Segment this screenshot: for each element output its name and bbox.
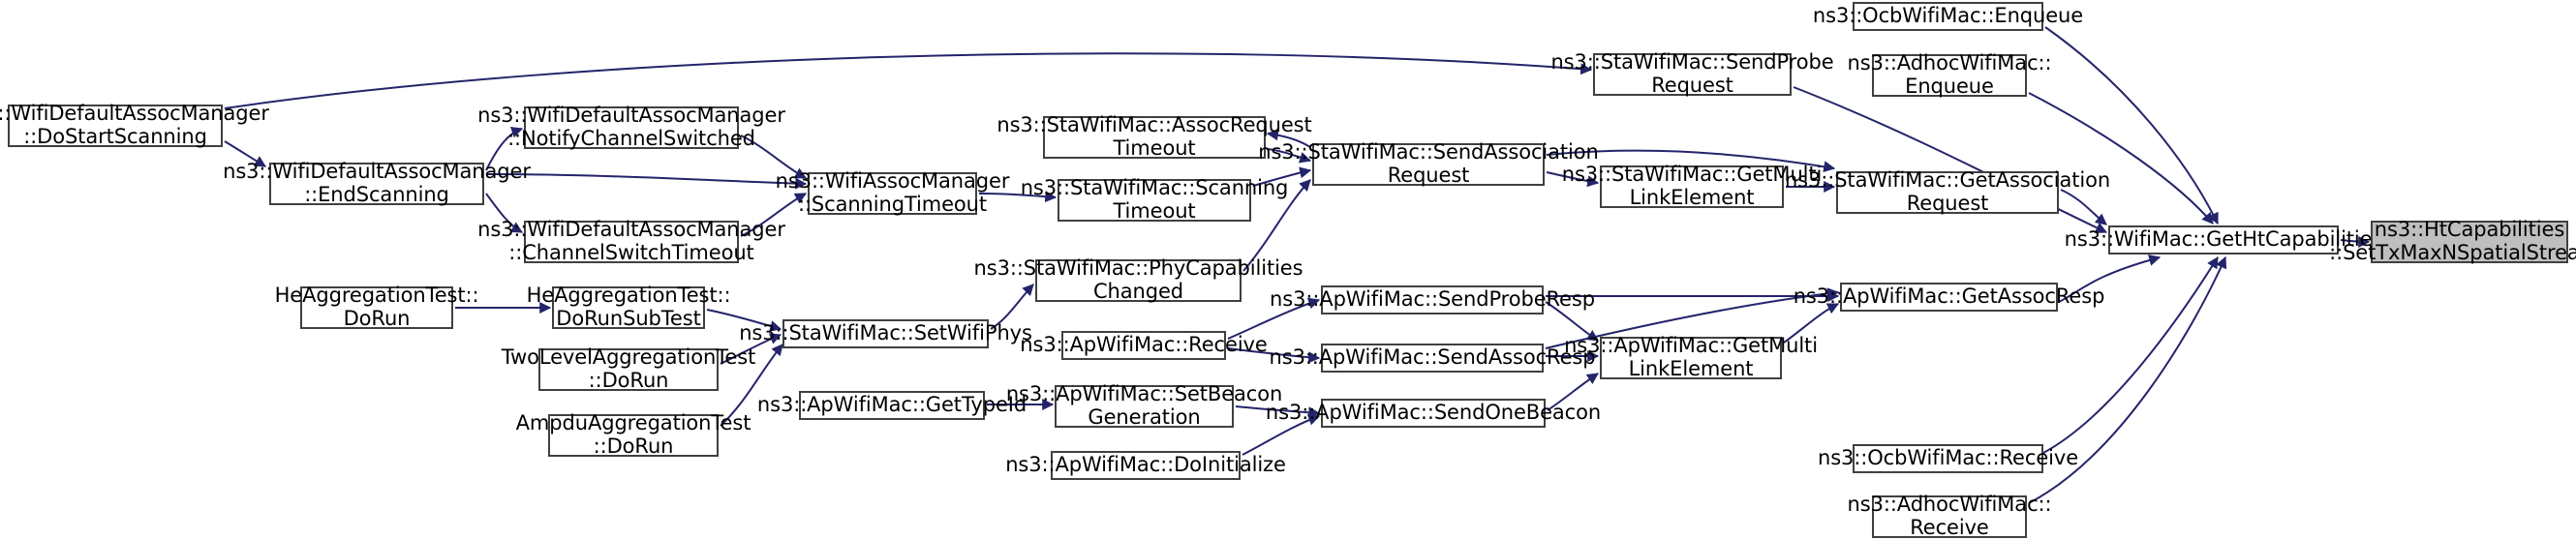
graph-edge: [1267, 148, 1312, 164]
graph-edge: [485, 126, 524, 171]
graph-edge: [2028, 92, 2214, 225]
graph-edge: [1547, 373, 1599, 411]
graph-edge: [740, 135, 808, 179]
graph-node[interactable]: ns3::WifiDefaultAssocManager ::ChannelSw…: [477, 218, 785, 264]
graph-node[interactable]: ns3::StaWifiMac::SendAssociation Request: [1258, 140, 1599, 187]
graph-node[interactable]: ns3::StaWifiMac::SetWifiPhys: [739, 319, 1032, 348]
graph-node[interactable]: ns3::AdhocWifiMac:: Receive: [1847, 493, 2052, 539]
graph-node[interactable]: ns3::WifiAssocManager ::ScanningTimeout: [775, 169, 1010, 216]
graph-node[interactable]: HeAggregationTest:: DoRunSubTest: [526, 284, 731, 330]
graph-edge: [2042, 255, 2219, 454]
graph-edge: [2058, 255, 2162, 303]
graph-edge: [1546, 171, 1600, 188]
graph-node[interactable]: ns3::StaWifiMac::AssocRequest Timeout: [997, 113, 1312, 160]
graph-node[interactable]: ns3::ApWifiMac::SendProbeResp: [1270, 285, 1595, 314]
graph-node[interactable]: TwoLevelAggregationTest ::DoRun: [501, 345, 756, 392]
graph-edge: [740, 193, 808, 237]
graph-edge: [2060, 189, 2107, 225]
graph-node[interactable]: ns3::StaWifiMac::SendProbe Request: [1550, 50, 1834, 97]
graph-node[interactable]: ns3::WifiDefaultAssocManager ::DoStartSc…: [0, 102, 269, 148]
graph-edge: [2340, 235, 2371, 248]
graph-edge: [1242, 179, 1311, 272]
graph-edge: [485, 173, 808, 190]
graph-node[interactable]: ns3::OcbWifiMac::Enqueue: [1813, 2, 2083, 31]
graph-edge: [1252, 166, 1312, 187]
graph-node[interactable]: ns3::OcbWifiMac::Receive: [1818, 444, 2078, 473]
graph-node[interactable]: ns3::ApWifiMac::SetBeacon Generation: [1005, 382, 1283, 429]
graph-node[interactable]: ns3::WifiDefaultAssocManager ::EndScanni…: [223, 160, 531, 206]
graph-node[interactable]: ns3::ApWifiMac::SendAssocResp: [1270, 344, 1596, 373]
graph-node[interactable]: ns3::WifiMac::GetHtCapabilities: [2065, 225, 2382, 255]
graph-edge: [1235, 405, 1321, 419]
graph-edge: [2028, 255, 2227, 504]
graph-edge: [1783, 303, 1840, 344]
graph-node[interactable]: ns3::ApWifiMac::Receive: [1020, 331, 1268, 360]
graph-edge: [720, 344, 783, 427]
graph-edge: [1546, 149, 1836, 173]
graph-node[interactable]: ns3::StaWifiMac::GetMulti LinkElement: [1561, 163, 1823, 209]
graph-node[interactable]: ns3::ApWifiMac::GetMulti LinkElement: [1564, 334, 1818, 380]
graph-edge: [224, 140, 267, 167]
graph-node[interactable]: HeAggregationTest:: DoRun: [274, 284, 479, 330]
graph-edge: [978, 191, 1058, 203]
graph-node[interactable]: ns3::HtCapabilities ::SetTxMaxNSpatialSt…: [2329, 218, 2576, 264]
graph-edge: [1545, 287, 1840, 349]
graph-edge: [485, 193, 524, 233]
graph-edge: [706, 309, 782, 332]
graph-edge: [720, 333, 782, 365]
graph-node[interactable]: ns3::ApWifiMac::SendOneBeacon: [1266, 399, 1601, 428]
graph-edge: [1242, 414, 1321, 456]
graph-edge: [1227, 297, 1321, 340]
graph-node[interactable]: ns3::StaWifiMac::PhyCapabilities Changed: [973, 256, 1303, 303]
graph-edge: [2044, 26, 2219, 225]
graph-node[interactable]: ns3::AdhocWifiMac:: Enqueue: [1847, 51, 2052, 98]
graph-node[interactable]: AmpduAggregationTest ::DoRun: [515, 411, 751, 458]
graph-node[interactable]: ns3::ApWifiMac::GetAssocResp: [1794, 283, 2104, 312]
graph-node[interactable]: ns3::StaWifiMac::GetAssociation Request: [1784, 168, 2111, 215]
graph-node[interactable]: ns3::ApWifiMac::DoInitialize: [1005, 451, 1286, 480]
graph-node[interactable]: ns3::ApWifiMac::GetTypeId: [757, 391, 1027, 420]
graph-edge: [1793, 86, 2108, 233]
graph-node[interactable]: ns3::StaWifiMac::Scanning Timeout: [1020, 176, 1289, 223]
graph-node[interactable]: ns3::WifiDefaultAssocManager ::NotifyCha…: [477, 104, 785, 150]
graph-edge: [1227, 347, 1321, 364]
graph-edge: [224, 52, 1593, 109]
graph-edge: [1266, 129, 1311, 148]
graph-edge: [990, 284, 1034, 330]
